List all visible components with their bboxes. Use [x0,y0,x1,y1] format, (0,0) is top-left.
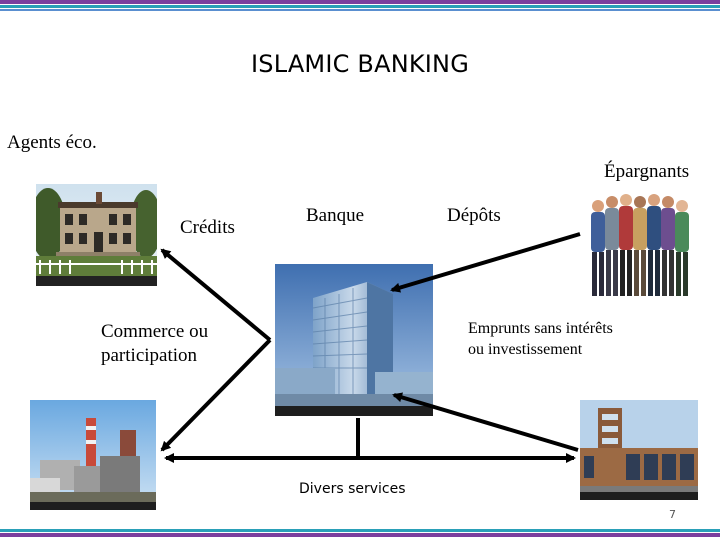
top-stripe-purple [0,0,720,4]
label-depots: Dépôts [447,205,501,226]
top-stripe-teal [0,5,720,8]
label-credits: Crédits [180,217,235,238]
top-stripe-blue [0,9,720,11]
bottom-stripe-purple [0,533,720,537]
label-commerce-line1: Commerce ou [101,321,209,342]
savers-group-photo [588,190,692,302]
label-commerce-line2: participation [101,345,198,366]
slide-title: ISLAMIC BANKING [250,50,470,78]
bottom-stripe-teal [0,529,720,532]
arrow-emprunts [392,392,579,452]
label-divers-services: Divers services [299,481,406,497]
label-banque: Banque [306,205,365,226]
label-commerce: Commerce ou participation [101,320,208,368]
label-emprunts-line1: Emprunts sans intérêts [468,320,613,337]
page-number: 7 [669,508,676,521]
label-emprunts: Emprunts sans intérêts ou investissement [468,318,613,360]
label-emprunts-line2: ou investissement [468,341,583,358]
label-agents-eco: Agents éco. [7,132,97,153]
arrow-deposits [390,232,581,293]
arrow-commerce [160,338,272,452]
arrow-credits [160,248,272,342]
house-photo [36,184,157,286]
bank-tower-photo [275,264,433,416]
label-epargnants: Épargnants [604,161,690,182]
factory-photo [30,400,156,510]
industrial-building-photo [580,400,698,500]
